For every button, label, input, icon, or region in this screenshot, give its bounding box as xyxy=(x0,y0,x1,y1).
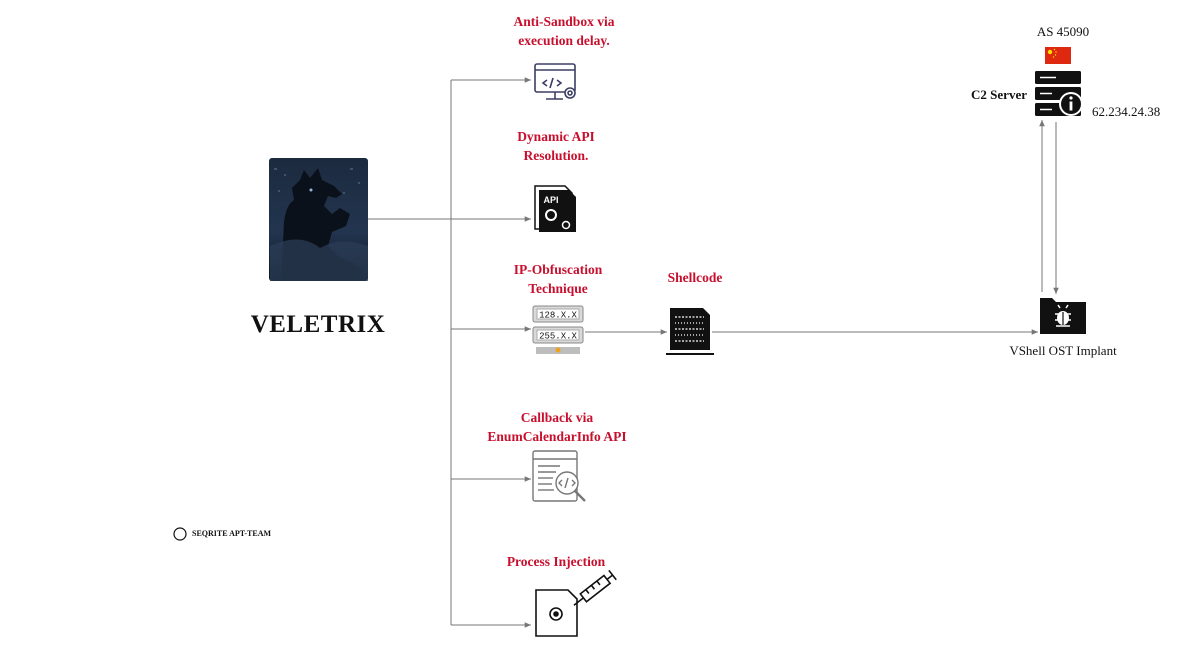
c2-ip: 62.234.24.38 xyxy=(1092,104,1160,119)
technique-label-line1: Process Injection xyxy=(507,554,606,569)
api-icon-text: API xyxy=(543,195,558,205)
copyright-icon xyxy=(173,527,187,541)
c2-label: C2 Server xyxy=(971,87,1027,102)
c2-node: AS 45090 C2 Server 62.234.24.38 xyxy=(971,24,1160,119)
code-magnifier-icon xyxy=(532,450,586,502)
copyright: SEQRITE APT-TEAM xyxy=(173,527,272,541)
api-document-gear-icon: API xyxy=(534,185,576,232)
monitor-code-gear-icon xyxy=(534,63,576,100)
bug-folder-icon xyxy=(1040,298,1086,334)
shellcode-node: Shellcode xyxy=(666,270,723,355)
server-info-icon xyxy=(1035,71,1083,116)
technique-callback: Callback via EnumCalendarInfo API xyxy=(487,410,627,502)
technique-label-line2: Resolution. xyxy=(524,148,589,163)
dragon-image xyxy=(269,158,368,281)
technique-process-injection: Process Injection xyxy=(507,554,617,637)
technique-dynamic-api: Dynamic API Resolution. API xyxy=(517,129,595,232)
malware-title: VELETRIX xyxy=(251,311,386,338)
ip-server-rack-icon: 128.X.X 255.X.X xyxy=(532,305,584,354)
c2-asn: AS 45090 xyxy=(1037,24,1089,39)
technique-anti-sandbox: Anti-Sandbox via execution delay. xyxy=(514,14,615,100)
technique-label-line1: Callback via xyxy=(521,410,594,425)
technique-label-line1: IP-Obfuscation xyxy=(514,262,603,277)
syringe-document-gear-icon xyxy=(535,569,617,637)
implant-label: VShell OST Implant xyxy=(1009,343,1117,358)
connectors xyxy=(368,77,1059,628)
ip-top-text: 128.X.X xyxy=(539,311,577,321)
ip-bottom-text: 255.X.X xyxy=(539,332,577,342)
technique-label-line2: EnumCalendarInfo API xyxy=(487,429,626,444)
technique-label-line1: Dynamic API xyxy=(517,129,595,144)
shellcode-label: Shellcode xyxy=(668,270,723,285)
technique-label-line2: execution delay. xyxy=(518,33,610,48)
technique-label-line2: Technique xyxy=(528,281,588,296)
technique-ip-obfuscation: IP-Obfuscation Technique 128.X.X 255.X.X xyxy=(514,262,603,354)
binary-document-icon xyxy=(666,308,714,355)
implant-node: VShell OST Implant xyxy=(1009,298,1117,358)
technique-label-line1: Anti-Sandbox via xyxy=(514,14,615,29)
china-flag-icon xyxy=(1045,47,1071,64)
copyright-text: SEQRITE APT-TEAM xyxy=(192,529,272,538)
